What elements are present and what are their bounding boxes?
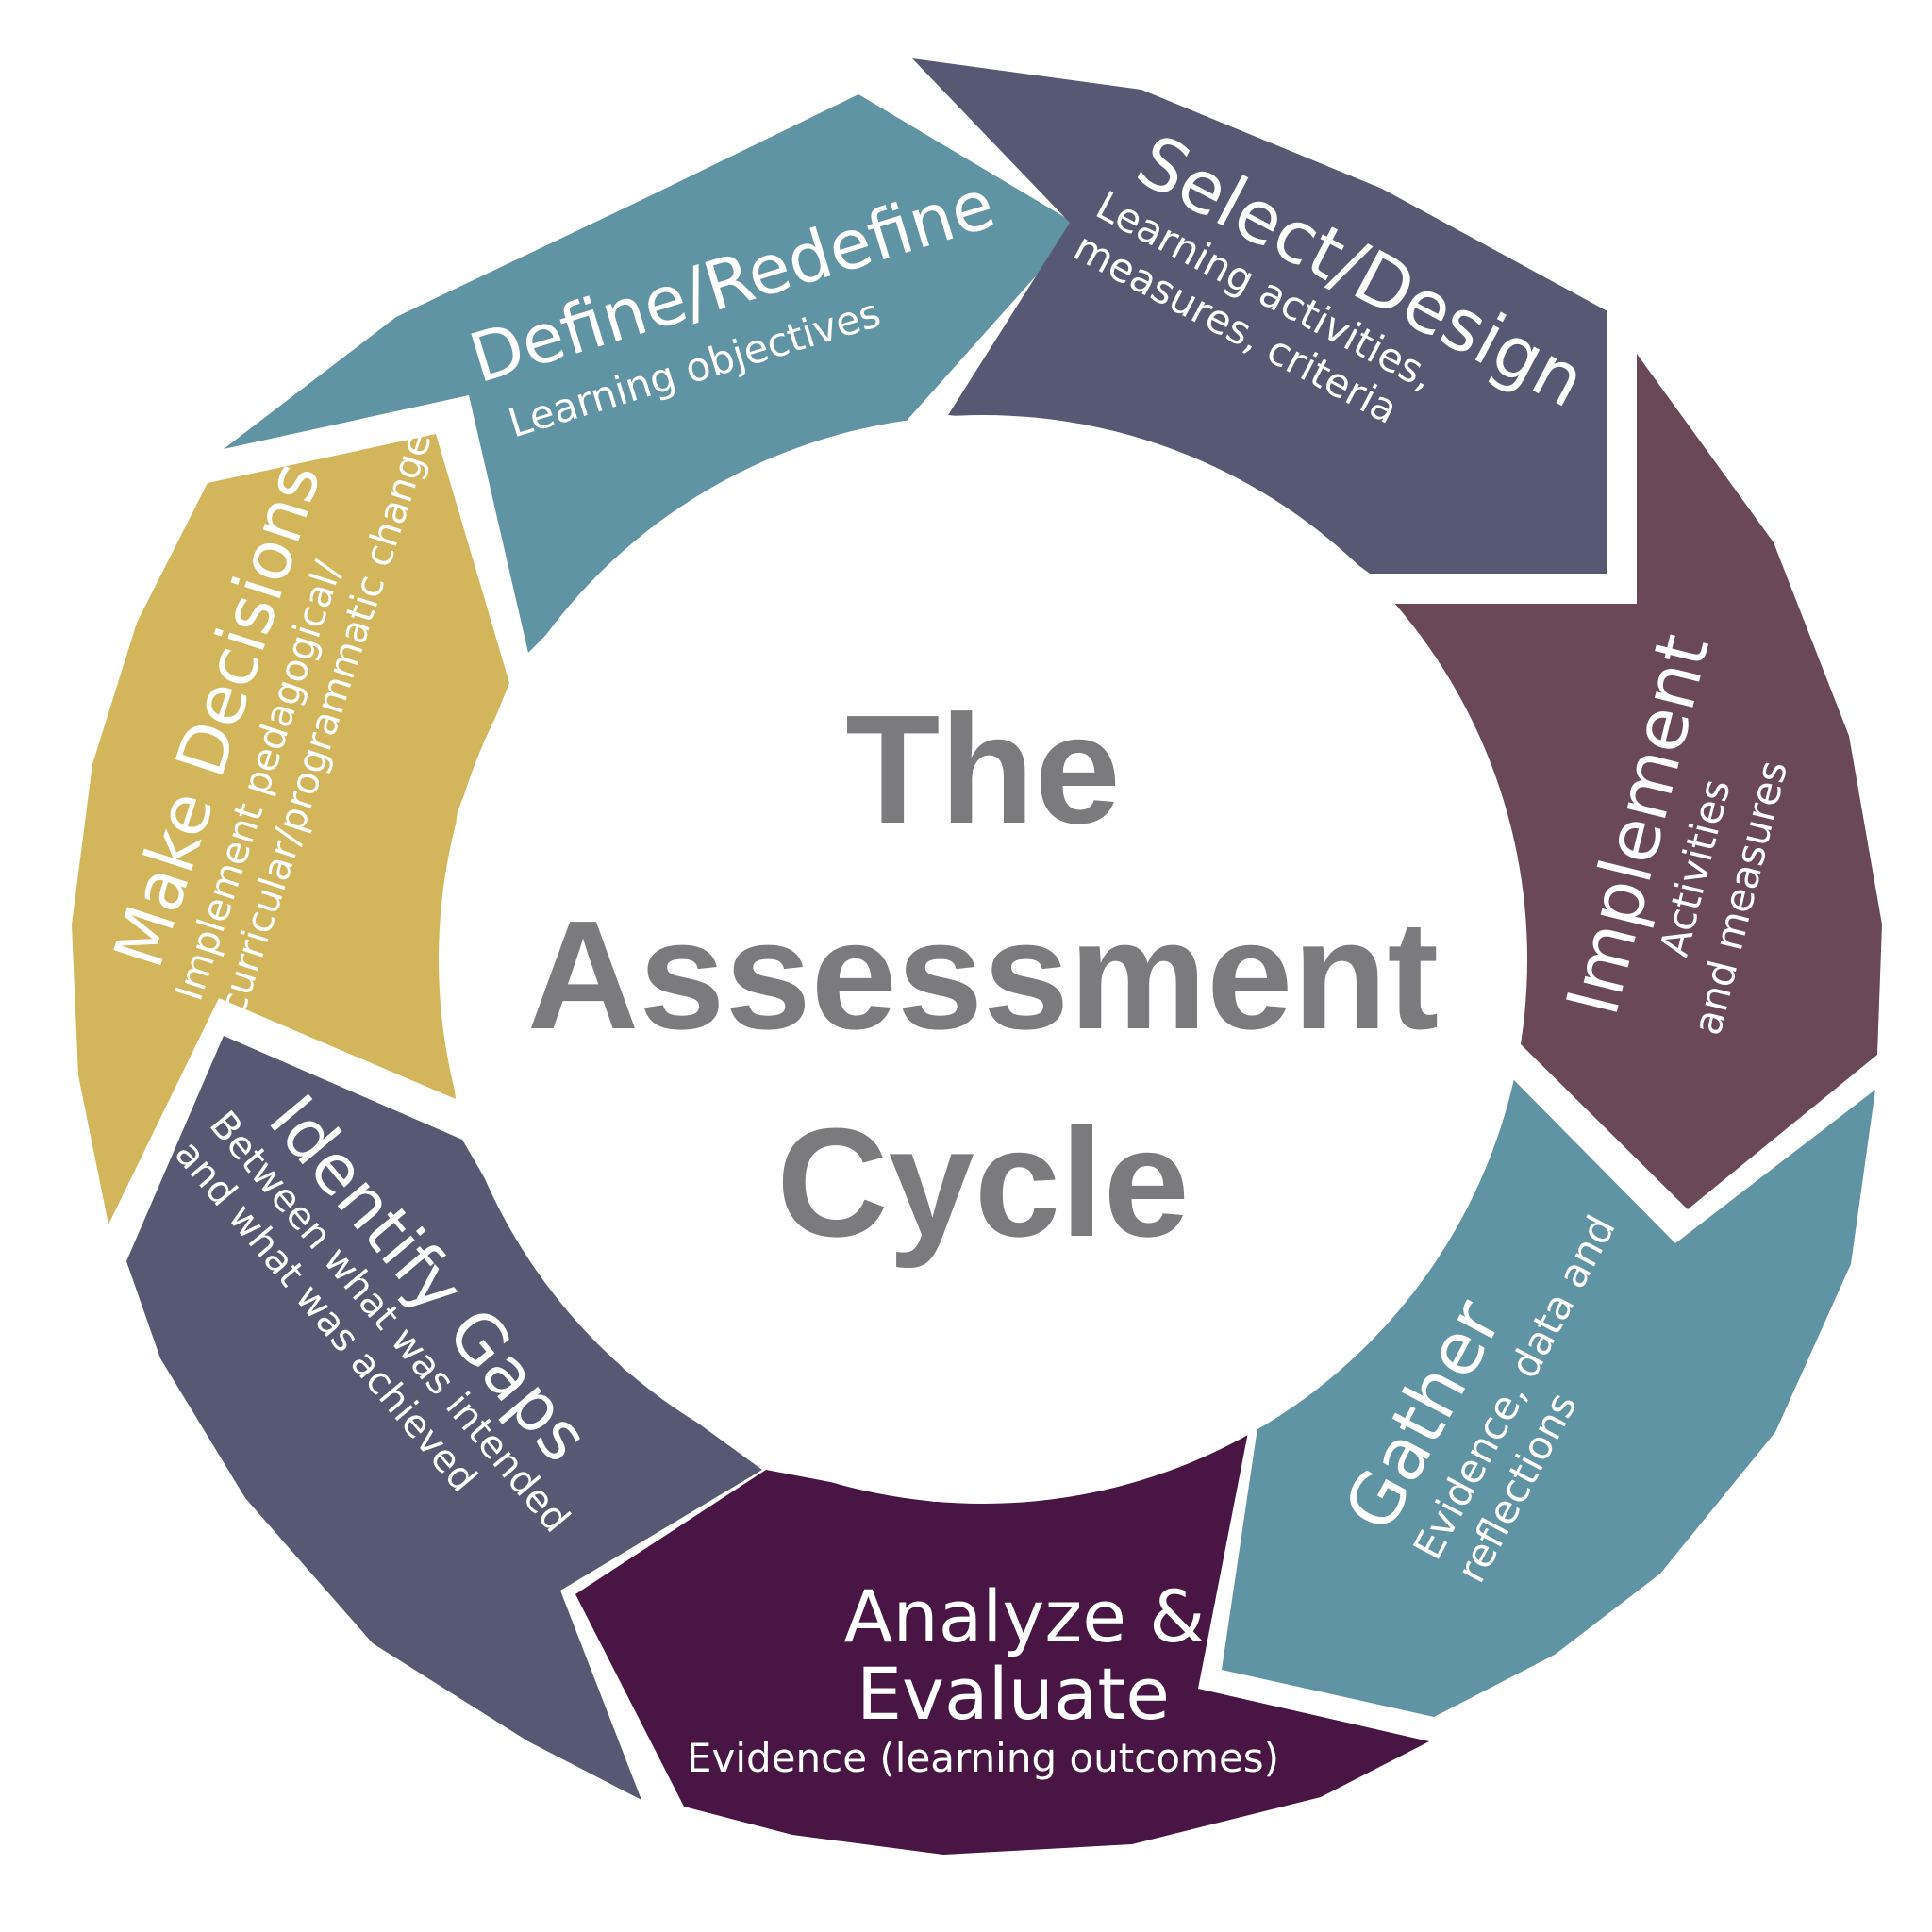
cycle-ring (72, 58, 1882, 1855)
center-title-line-1: The (845, 683, 1121, 856)
segment-define-redefine (224, 94, 1080, 653)
center-title-line-2: Assessment (527, 889, 1439, 1061)
segment-implement (1375, 354, 1882, 1209)
analyze-title-2: Evaluate (857, 1652, 1170, 1736)
segment-identify-gaps (126, 1036, 762, 1800)
segment-make-decisions (72, 434, 509, 1224)
segment-select-design (912, 58, 1607, 574)
analyze-subtitle: Evidence (learning outcomes) (687, 1735, 1279, 1781)
analyze-title-1: Analyze & (844, 1574, 1206, 1658)
center-title-line-3: Cycle (776, 1096, 1190, 1269)
segment-gather (1222, 1074, 1875, 1717)
center-circle (439, 415, 1527, 1504)
label-analyze-evaluate: Analyze & Evaluate Evidence (learning ou… (687, 1574, 1279, 1781)
center-title: The Assessment Cycle (527, 683, 1439, 1269)
segment-analyze-evaluate (575, 1423, 1429, 1855)
